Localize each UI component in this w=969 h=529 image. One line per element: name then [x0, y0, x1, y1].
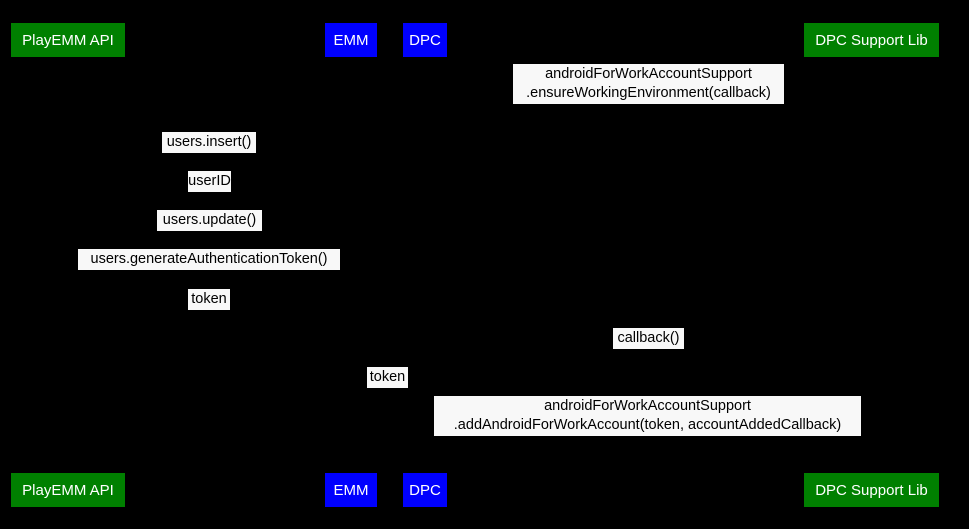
message-label-token-first: token — [188, 289, 230, 310]
message-text-line: androidForWorkAccountSupport — [544, 398, 751, 414]
participant-bottom-dpc[interactable]: DPC — [403, 473, 447, 507]
message-label-users-update: users.update() — [157, 210, 262, 231]
message-text-line: .addAndroidForWorkAccount(token, account… — [453, 417, 842, 433]
participant-bottom-playemm-api[interactable]: PlayEMM API — [11, 473, 125, 507]
message-text-line: users.update() — [162, 212, 257, 228]
participant-bottom-emm[interactable]: EMM — [325, 473, 377, 507]
participant-top-playemm-api[interactable]: PlayEMM API — [11, 23, 125, 57]
participant-top-emm[interactable]: EMM — [325, 23, 377, 57]
message-label-callback: callback() — [613, 328, 684, 349]
message-text-line: users.insert() — [166, 134, 252, 150]
participant-top-dpc-support-lib[interactable]: DPC Support Lib — [804, 23, 939, 57]
participant-top-dpc[interactable]: DPC — [403, 23, 447, 57]
message-text-line: androidForWorkAccountSupport — [545, 66, 752, 82]
message-label-users-generate-authentication-token: users.generateAuthenticationToken() — [78, 249, 340, 270]
message-label-user-id: userID — [188, 171, 231, 192]
message-label-ensure-working-environment: androidForWorkAccountSupport .ensureWorki… — [513, 64, 784, 104]
message-text-line: callback() — [617, 330, 680, 346]
message-text-line: token — [191, 291, 227, 307]
message-label-users-insert: users.insert() — [162, 132, 256, 153]
message-text-line: userID — [188, 173, 231, 189]
message-text-line: token — [369, 369, 406, 385]
message-text-line: users.generateAuthenticationToken() — [90, 251, 328, 267]
message-text-line: .ensureWorkingEnvironment(callback) — [526, 85, 771, 101]
message-label-add-android-for-work-account: androidForWorkAccountSupport .addAndroidF… — [434, 396, 861, 436]
participant-bottom-dpc-support-lib[interactable]: DPC Support Lib — [804, 473, 939, 507]
message-label-token-second: token — [367, 367, 408, 388]
